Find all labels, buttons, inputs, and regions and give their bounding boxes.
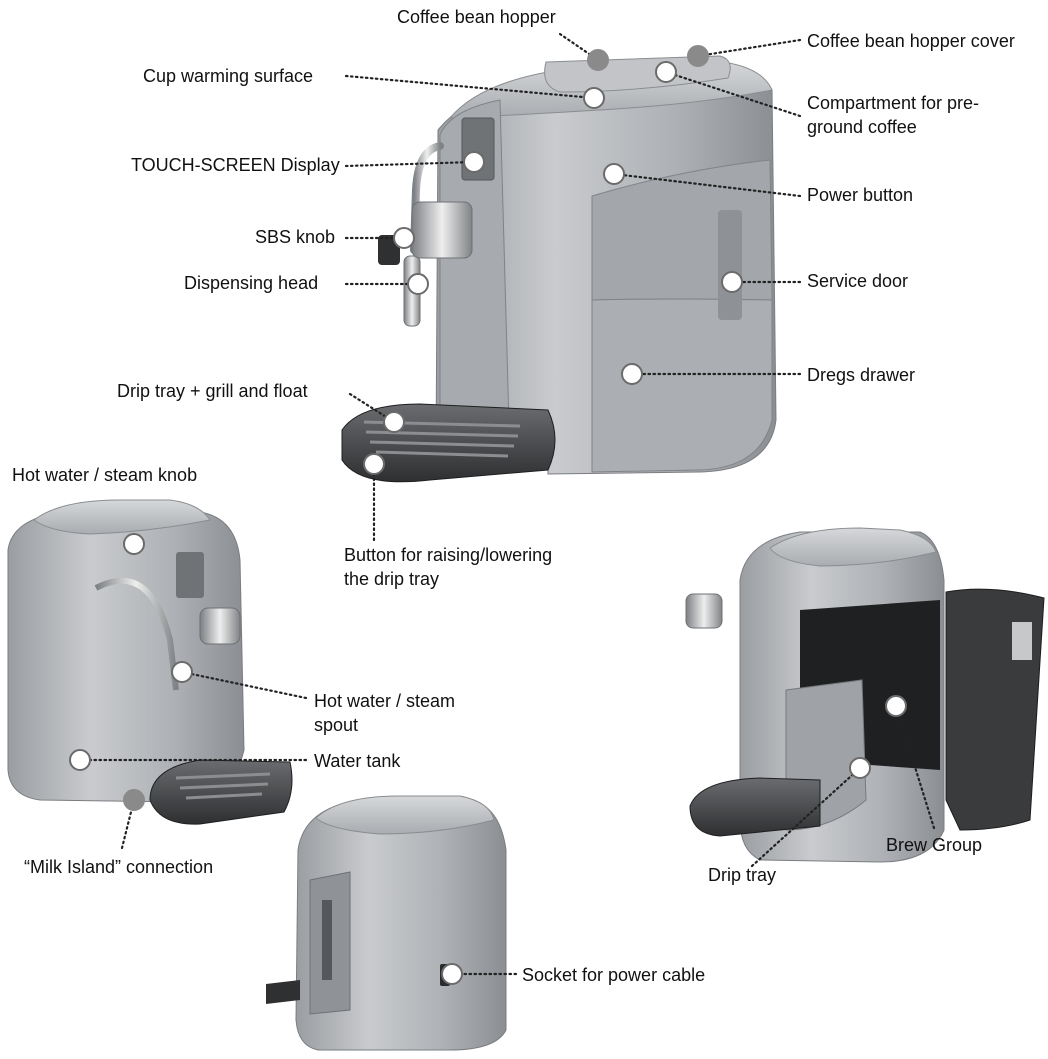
label-sbs-knob: SBS knob [255, 227, 336, 247]
right-valve [685, 593, 723, 629]
marker-power-button [603, 163, 625, 185]
marker-compartment [655, 61, 677, 83]
left-steam-tube [94, 577, 179, 691]
label-cup-warming-surface: Cup warming surface [143, 66, 314, 86]
bottom-tray-stub [266, 980, 300, 1004]
leader-drip-tray-grill [348, 392, 396, 424]
label-compartment-line1: Compartment for pre- [807, 93, 980, 113]
marker-dregs-drawer [621, 363, 643, 385]
marker-touch-screen-display [463, 151, 485, 173]
steam-pipe [410, 142, 444, 254]
leader-cup-warming-surface [344, 74, 596, 100]
marker-milk-island [123, 789, 145, 811]
leader-compartment [664, 70, 802, 118]
marker-socket-power-cable [441, 963, 463, 985]
label-milk-island-connection: “Milk Island” connection [24, 857, 214, 877]
marker-water-tank [69, 749, 91, 771]
marker-raise-lower [363, 453, 385, 475]
left-display [176, 552, 204, 598]
dregs-drawer-panel [591, 298, 773, 473]
leader-coffee-bean-hopper-cover [696, 38, 802, 58]
bottom-water-gauge [322, 900, 332, 980]
side-vent [718, 210, 742, 320]
left-drip-grill [175, 772, 271, 800]
label-hot-water-spout-line1: Hot water / steam [314, 691, 456, 711]
marker-cup-warming-surface [583, 87, 605, 109]
marker-drip-tray-right [849, 757, 871, 779]
label-touch-screen-display: TOUCH-SCREEN Display [131, 155, 340, 175]
marker-coffee-bean-hopper [587, 49, 609, 71]
left-valve [199, 607, 241, 645]
label-coffee-bean-hopper-cover: Coffee bean hopper cover [807, 31, 1015, 51]
callout-markers [69, 45, 907, 985]
label-dregs-drawer: Dregs drawer [807, 365, 916, 385]
marker-hot-water-spout [171, 661, 193, 683]
front-panel [439, 99, 511, 461]
left-drip-tray [149, 759, 293, 825]
marker-brew-group [885, 695, 907, 717]
left-machine-top [33, 499, 211, 535]
left-machine-body [7, 511, 245, 803]
marker-coffee-bean-hopper-cover [687, 45, 709, 67]
leader-power-button [612, 172, 802, 198]
label-raise-lower-line2: the drip tray [344, 569, 440, 589]
marker-sbs-knob [393, 227, 415, 249]
label-power-button: Power button [807, 185, 914, 205]
leader-hot-water-spout [180, 670, 308, 700]
marker-service-door [721, 271, 743, 293]
label-dispensing-head: Dispensing head [184, 273, 319, 293]
leader-lines [78, 32, 936, 976]
leader-brew-group [894, 704, 936, 830]
right-door-sticker [1012, 622, 1032, 660]
right-machine [685, 527, 1045, 863]
label-socket-power-cable: Socket for power cable [522, 965, 706, 985]
label-hot-water-steam-knob: Hot water / steam knob [12, 465, 198, 485]
valve-block [411, 201, 473, 259]
marker-dispensing-head [407, 273, 429, 295]
bottom-machine [266, 795, 507, 1051]
drip-grill [363, 420, 521, 458]
label-hot-water-spout-line2: spout [314, 715, 359, 735]
label-service-door: Service door [807, 271, 909, 291]
label-drip-tray-grill-float: Drip tray + grill and float [117, 381, 308, 401]
left-machine [7, 499, 293, 825]
right-machine-top [769, 527, 937, 567]
marker-hot-water-steam-knob [123, 533, 145, 555]
leader-drip-tray-right [750, 766, 862, 868]
label-raise-lower-line1: Button for raising/lowering [344, 545, 553, 565]
label-brew-group: Brew Group [886, 835, 983, 855]
marker-drip-tray-grill [383, 411, 405, 433]
leader-touch-screen-display [344, 160, 476, 168]
right-drip-tray [689, 777, 821, 837]
main-machine [341, 55, 777, 483]
label-drip-tray: Drip tray [708, 865, 777, 885]
bottom-machine-top [315, 795, 495, 835]
label-coffee-bean-hopper: Coffee bean hopper [397, 7, 556, 27]
label-compartment-line2: ground coffee [807, 117, 917, 137]
label-water-tank: Water tank [314, 751, 401, 771]
